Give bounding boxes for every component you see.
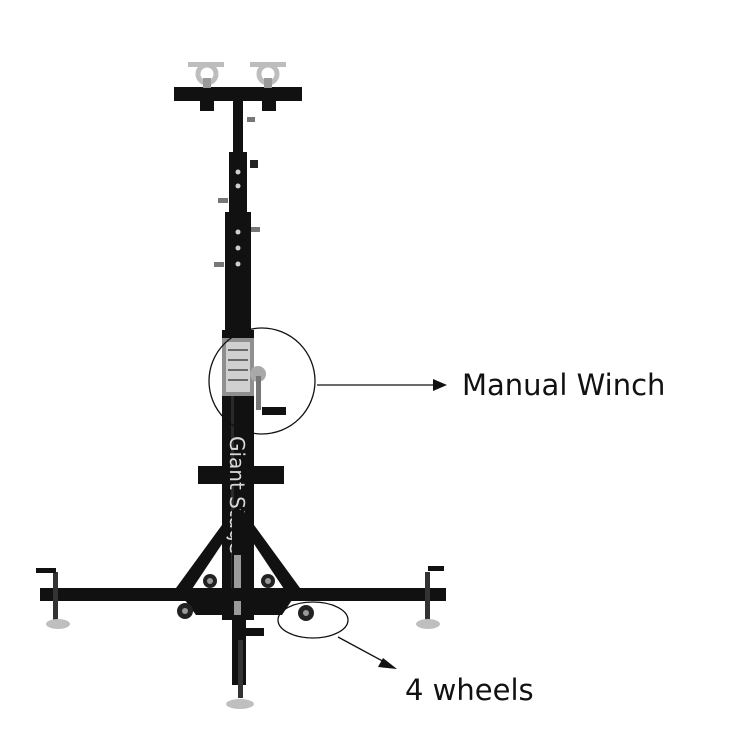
manual-winch: [222, 338, 286, 415]
winch-callout: [208, 327, 447, 435]
wheels-label: 4 wheels: [405, 673, 534, 707]
clamp-right-icon: [250, 62, 286, 88]
arrow-down-right-icon: [378, 658, 397, 669]
leveling-foot-front: [226, 628, 264, 709]
middle-bracket: [198, 466, 284, 484]
base-braces: [176, 510, 300, 625]
wheel-icon: [261, 574, 275, 588]
wheel-icon: [203, 574, 217, 588]
wheel-icon: [177, 603, 193, 619]
arrow-right-icon: [433, 379, 447, 391]
wheels-callout: [277, 601, 397, 669]
wheel-icon: [298, 605, 314, 621]
manual-winch-label: Manual Winch: [462, 368, 666, 402]
leveling-foot-right: [416, 566, 444, 629]
clamp-left-icon: [188, 62, 224, 88]
leveling-foot-left: [36, 568, 70, 629]
top-crossbar: [174, 87, 302, 111]
